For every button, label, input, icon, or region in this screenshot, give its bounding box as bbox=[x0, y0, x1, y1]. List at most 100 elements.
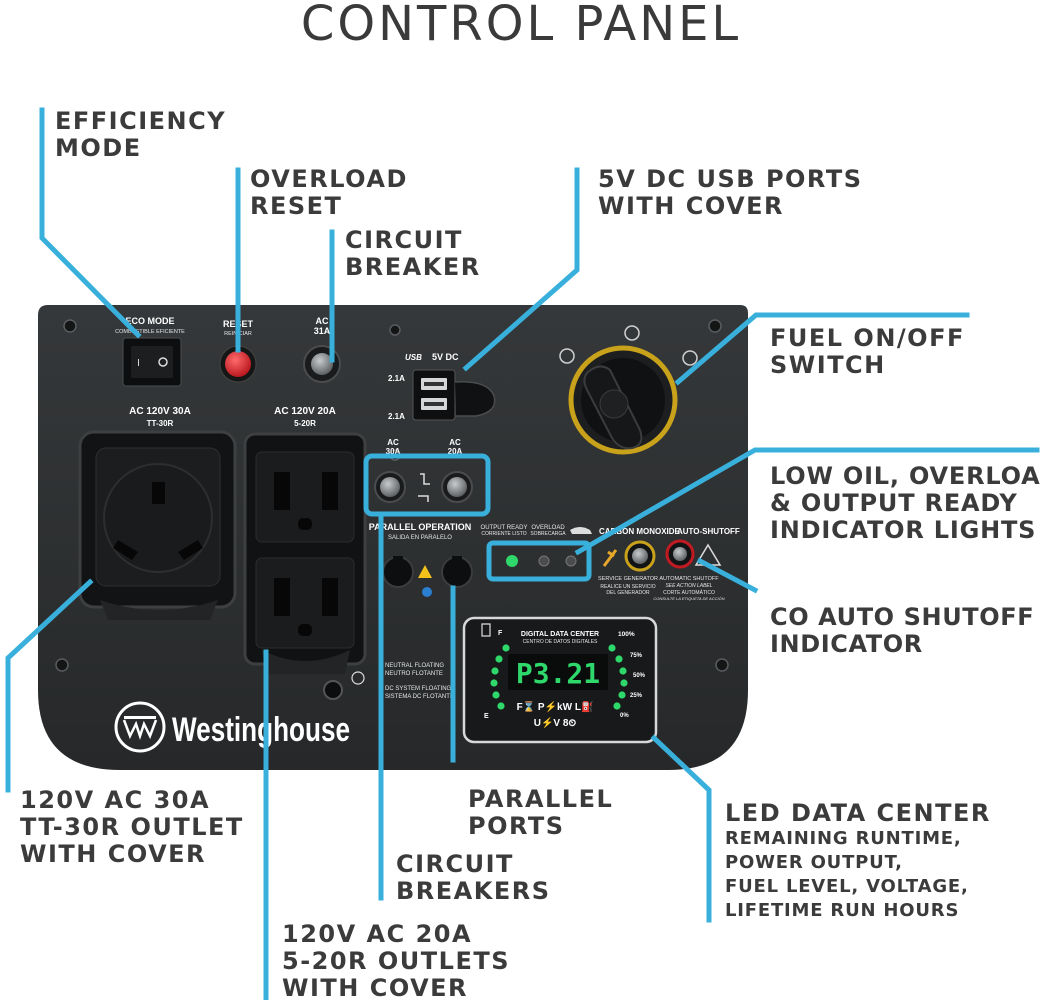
callout-led-data-center-title: LED DATA CENTER bbox=[725, 799, 991, 827]
leader-co-shutoff bbox=[696, 557, 759, 594]
neutral-floating-label-1: NEUTRAL FLOATING bbox=[385, 663, 444, 669]
callout-outlets-20a: 120V AC 20A 5-20R OUTLETS WITH COVER bbox=[282, 920, 510, 1002]
callout-fuel-switch: FUEL ON/OFF SWITCH bbox=[770, 324, 965, 379]
eco-mode-sub-label: COMBUSTIBLE EFICIENTE bbox=[115, 329, 185, 335]
breaker-ac-label: AC bbox=[316, 316, 329, 326]
carbon-monoxide-label: CARBON MONOXIDE bbox=[599, 527, 681, 536]
auto-shutoff-label: AUTO-SHUTOFF bbox=[677, 527, 740, 536]
eco-mode-label: ECO MODE bbox=[125, 316, 174, 326]
outlet-20a-label: AC 120V 20A bbox=[274, 406, 336, 417]
leader-outlet-30a bbox=[5, 578, 94, 793]
switch-off-icon bbox=[158, 357, 168, 367]
choke-icon bbox=[682, 350, 698, 366]
fuel-off-icon bbox=[559, 348, 575, 364]
outlet-30a-label: AC 120V 30A bbox=[129, 406, 191, 417]
load-100-label: 100% bbox=[618, 631, 635, 638]
manual-icon bbox=[422, 587, 432, 597]
lcd-display bbox=[508, 654, 608, 690]
co-auto-shutoff-light bbox=[673, 547, 687, 561]
fuel-on-icon bbox=[624, 325, 640, 341]
ac-left-amps-label: 30A bbox=[386, 447, 401, 456]
overload-label: OVERLOAD bbox=[531, 525, 565, 531]
output-ready-light bbox=[506, 555, 518, 567]
outlet-30a-face bbox=[103, 463, 213, 573]
parallel-sub-label: SALIDA EN PARALELO bbox=[388, 535, 452, 541]
data-center-title: DIGITAL DATA CENTER bbox=[521, 631, 599, 638]
ground-terminal[interactable] bbox=[323, 680, 343, 700]
brand-name: Westinghouse bbox=[172, 711, 350, 749]
logo-mark bbox=[122, 719, 158, 740]
fuel-empty-label: E bbox=[484, 713, 489, 720]
callout-overload-reset: OVERLOAD RESET bbox=[250, 165, 408, 220]
ac-right-amps-label: 20A bbox=[448, 447, 463, 456]
callout-circuit-breaker: CIRCUIT BREAKER bbox=[345, 226, 481, 281]
usb-amp-label-2: 2.1A bbox=[388, 412, 405, 421]
callout-led-data-center-lines: REMAINING RUNTIME, POWER OUTPUT, FUEL LE… bbox=[725, 828, 969, 921]
data-center-subtitle: CENTRO DE DATOS DIGITALES bbox=[523, 639, 598, 645]
fuel-full-label: F bbox=[498, 630, 503, 637]
callout-outlet-30a: 120V AC 30A TT-30R OUTLET WITH COVER bbox=[20, 786, 244, 868]
leader-lines bbox=[5, 107, 1040, 1000]
load-level-leds bbox=[608, 644, 628, 710]
breaker-amps-label: 31A bbox=[314, 326, 331, 336]
automatic-shutoff-sub-1: SEE ACTION LABEL bbox=[665, 583, 712, 589]
load-0-label: 0% bbox=[620, 713, 629, 719]
circuit-breaker-right[interactable] bbox=[447, 477, 467, 497]
service-generator-label: SERVICE GENERATOR bbox=[598, 576, 658, 582]
usb-logo-label: USB bbox=[405, 353, 422, 362]
circuit-breaker-button[interactable] bbox=[311, 353, 333, 375]
load-25-label: 25% bbox=[630, 693, 643, 699]
callout-efficiency-mode: EFFICIENCY MODE bbox=[55, 107, 227, 162]
ground-icon bbox=[351, 671, 365, 685]
automatic-shutoff-label: AUTOMATIC SHUTOFF bbox=[659, 576, 719, 582]
dc-system-label-1: DC SYSTEM FLOATING bbox=[385, 686, 452, 692]
service-generator-sub-2: DEL GENERADOR bbox=[606, 590, 650, 596]
usb-cover[interactable] bbox=[454, 381, 496, 417]
page-title: CONTROL PANEL bbox=[300, 0, 742, 52]
load-50-label: 50% bbox=[633, 673, 646, 679]
circuit-breakers-highlight bbox=[363, 453, 491, 517]
callout-co-shutoff: CO AUTO SHUTOFF INDICATOR bbox=[770, 603, 1035, 658]
overload-reset-button[interactable] bbox=[225, 351, 251, 377]
ac-left-label: AC bbox=[387, 438, 399, 447]
leader-efficiency-mode bbox=[39, 107, 142, 339]
leader-indicator-lights bbox=[574, 447, 1040, 556]
circuit-breaker-left[interactable] bbox=[380, 477, 400, 497]
output-ready-sub-label: CORRIENTE LISTO bbox=[481, 531, 526, 537]
oil-can-icon bbox=[570, 527, 592, 534]
parallel-label: PARALLEL OPERATION bbox=[369, 522, 472, 532]
outlet-30a-slot-left bbox=[113, 540, 138, 560]
leader-fuel-switch bbox=[674, 312, 970, 386]
warning-icon bbox=[418, 565, 432, 578]
overload-light bbox=[538, 555, 550, 567]
callout-circuit-breakers: CIRCUIT BREAKERS bbox=[396, 850, 551, 905]
usb-amp-label-1: 2.1A bbox=[388, 374, 405, 383]
leader-usb-ports bbox=[462, 167, 580, 372]
low-oil-light bbox=[565, 555, 577, 567]
overload-sub-label: SOBRECARGA bbox=[530, 531, 566, 537]
wrench-icon bbox=[602, 549, 618, 567]
leader-led-data-center bbox=[650, 734, 712, 923]
usb-5v-label: 5V DC bbox=[432, 352, 459, 362]
westinghouse-logo-icon bbox=[114, 701, 166, 753]
callout-indicator-lights: LOW OIL, OVERLOAD & OUTPUT READY INDICAT… bbox=[770, 462, 1042, 544]
load-75-label: 75% bbox=[630, 653, 643, 659]
service-generator-sub-1: REALICE UN SERVICIO bbox=[600, 584, 655, 590]
dc-system-label-2: SISTEMA DC FLOTANTE bbox=[385, 694, 454, 700]
mode-row-2: U⚡V 8⏲ bbox=[534, 716, 577, 729]
fuel-level-leds bbox=[490, 644, 510, 710]
switch-on-icon: I bbox=[137, 358, 140, 369]
outlet-30a-sub-label: TT-30R bbox=[147, 419, 174, 428]
callout-usb-ports: 5V DC USB PORTS WITH COVER bbox=[598, 165, 863, 220]
ac-right-label: AC bbox=[449, 438, 461, 447]
outlet-30a-ground-slot bbox=[152, 482, 165, 504]
callout-parallel-ports: PARALLEL PORTS bbox=[468, 785, 614, 840]
automatic-shutoff-sub-2: CORTE AUTOMÁTICO bbox=[663, 589, 715, 596]
outlet-30a-slot-right bbox=[178, 540, 203, 560]
breaker-symbol-icon bbox=[418, 473, 430, 502]
display-readout: P3.21 bbox=[516, 657, 600, 690]
output-ready-label: OUTPUT READY bbox=[481, 525, 528, 531]
usb-port-block bbox=[412, 369, 456, 421]
service-generator-light bbox=[632, 548, 648, 564]
